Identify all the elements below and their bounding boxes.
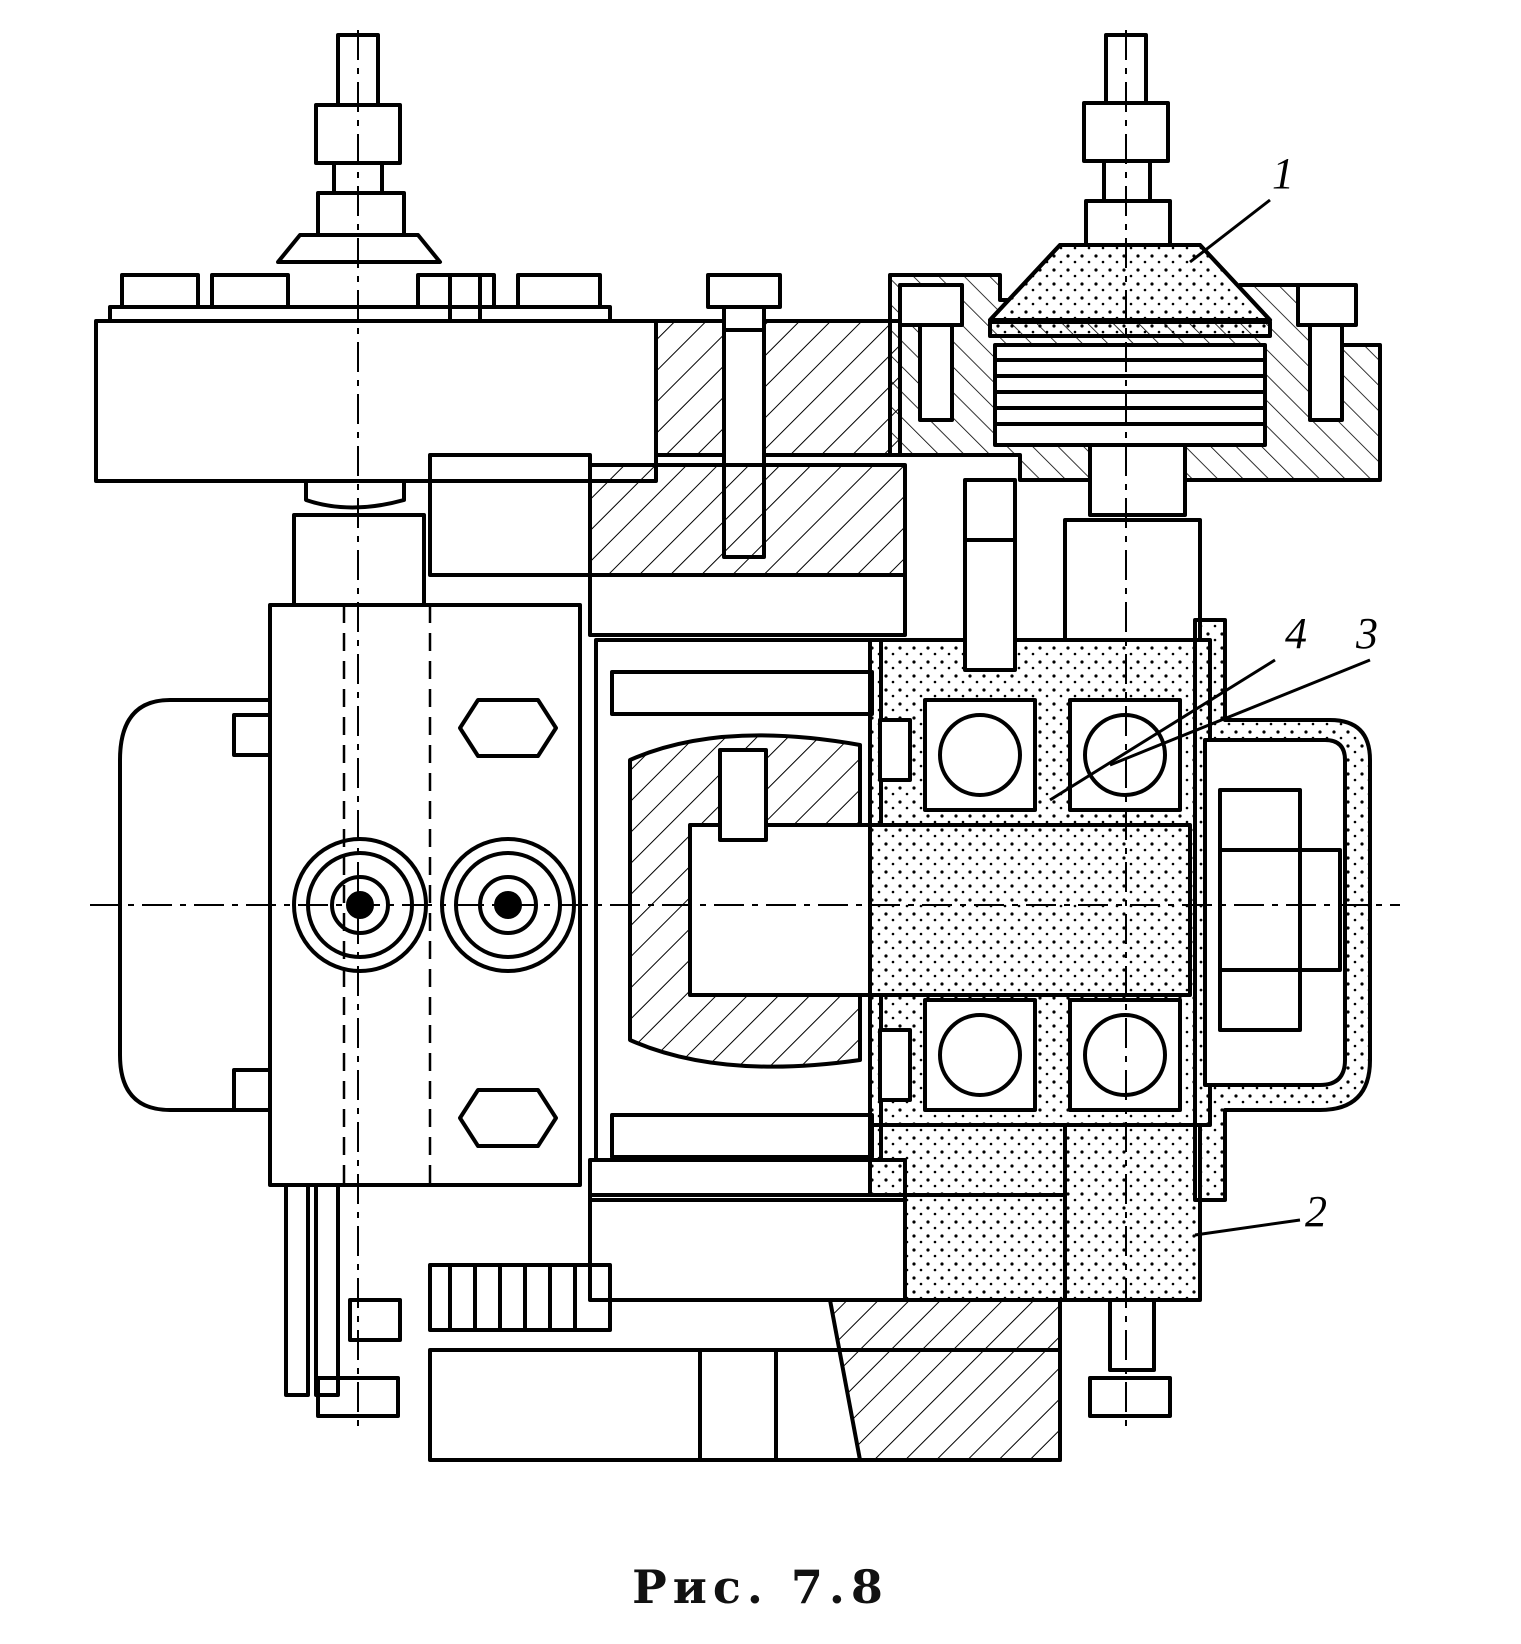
leader-2 <box>1194 1218 1301 1237</box>
leader-1 <box>1189 198 1271 264</box>
bearing-housing <box>868 638 1212 1127</box>
bottom-spring-stack <box>428 1263 612 1332</box>
top-bolt-row <box>108 273 612 323</box>
upper-jaw-block <box>588 463 907 577</box>
left-guard <box>118 698 270 1112</box>
callout-1: 1 <box>1272 149 1294 198</box>
callout-3: 3 <box>1356 609 1378 658</box>
beam-support-pad <box>304 481 406 510</box>
bottom-right-nut <box>1088 1376 1172 1418</box>
leader-3 <box>1109 658 1371 767</box>
center-column <box>428 453 592 577</box>
set-screw <box>963 478 1017 672</box>
lower-block-right <box>1063 1123 1202 1302</box>
hex-bolt-bottom <box>458 1088 558 1148</box>
bottom-left-nut <box>316 1376 400 1418</box>
lower-block-left <box>903 1193 1067 1302</box>
figure-caption: Рис. 7.8 <box>632 1560 889 1614</box>
right-block-upper <box>1063 518 1202 642</box>
hex-bolt-top <box>458 698 558 758</box>
lower-jaw-block <box>588 1193 907 1302</box>
callout-2: 2 <box>1305 1187 1327 1236</box>
end-cover <box>1193 618 1372 1202</box>
callout-4: 4 <box>1285 609 1307 658</box>
beam-section-hatched <box>654 319 902 457</box>
spring-housing <box>888 243 1382 517</box>
shaft-nut <box>1218 788 1302 1032</box>
leader-4 <box>1049 658 1276 802</box>
